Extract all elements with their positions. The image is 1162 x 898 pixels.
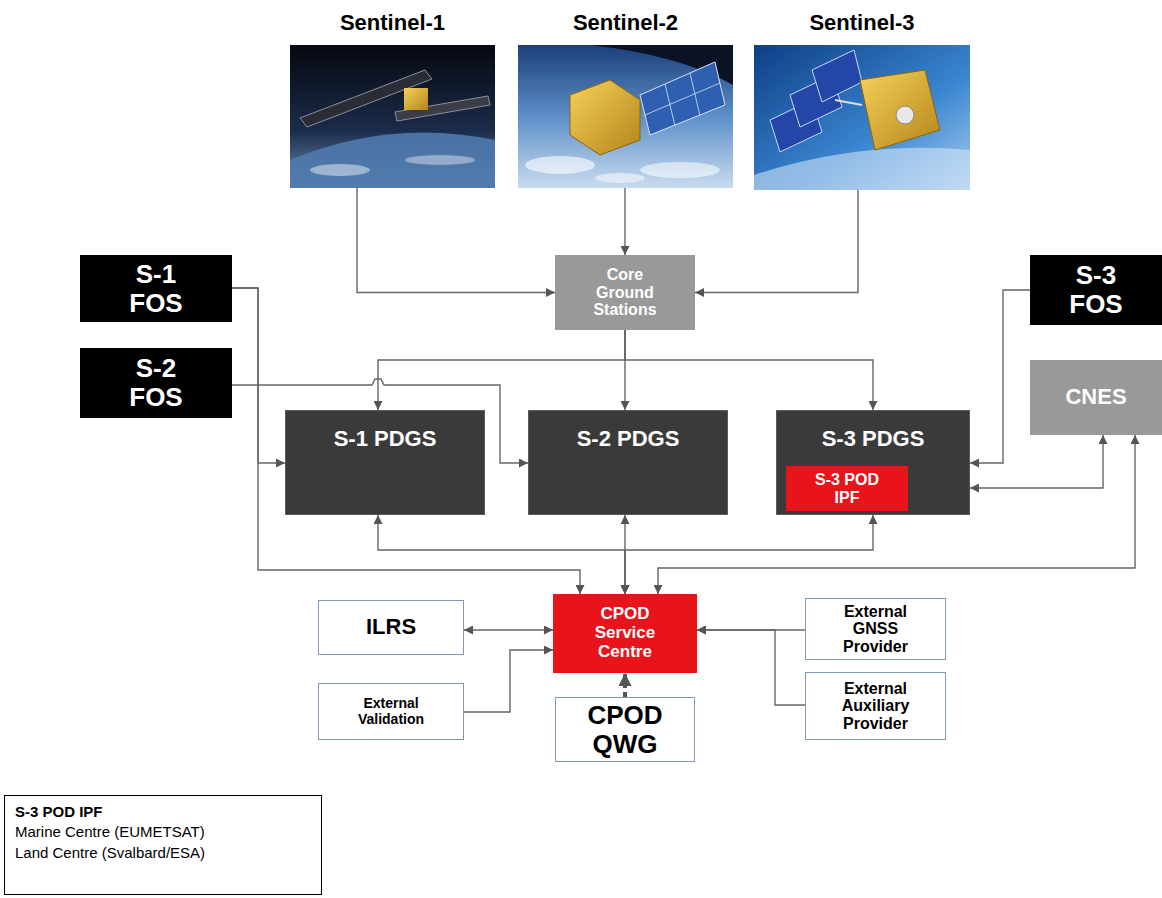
connector [464,629,553,630]
connector [623,673,627,697]
external-box: External Auxiliary Provider [805,672,946,740]
satellite-heading: Sentinel-1 [290,8,495,188]
pdgs-box: S-3 PDGS S-3 POD IPF [776,410,970,515]
node-text: CPOD Service Centre [584,605,666,661]
fos-box: S-3 FOS [1030,255,1162,325]
node-text: S-3 POD IPF [803,471,891,506]
fos-box: S-2 FOS [80,348,232,418]
satellite-heading: Sentinel-3 [754,8,970,190]
node-text: Land Centre (Svalbard/ESA) [15,843,205,863]
node-text: External Validation [339,696,443,727]
connector [357,188,555,293]
node-text: External Auxiliary Provider [824,680,928,733]
external-box: External GNSS Provider [805,598,946,660]
connector [625,515,873,594]
node-text: Sentinel-1 [340,11,445,35]
node-text: Marine Centre (EUMETSAT) [15,822,205,842]
node-text: S-2 PDGS [577,427,680,451]
node-text: Sentinel-3 [809,11,914,35]
connector [695,190,858,293]
pdgs-box: S-1 PDGS [285,410,485,515]
fos-box: S-1 FOS [80,255,232,322]
external-box: ILRS [318,600,464,655]
note-box: S-3 POD IPFMarine Centre (EUMETSAT)Land … [4,795,322,895]
external-box: External Validation [318,683,464,740]
sentinel-3-picture [754,45,970,190]
node-text: S-2 FOS [120,354,192,411]
connector [970,435,1103,488]
pdgs-box: S-2 PDGS [528,410,728,515]
sentinel-2-picture [518,45,733,188]
pod-ipf-box: S-3 POD IPF [786,466,908,511]
working-group-box: CPOD QWG [555,697,695,762]
sentinel-1-picture [290,45,495,188]
node-text: Sentinel-2 [573,11,678,35]
node-text: S-3 POD IPF [15,802,103,822]
node-text: Core Ground Stations [584,266,666,319]
node-text: ILRS [366,615,416,639]
partner-box: CNES [1030,360,1162,435]
service-centre-box: CPOD Service Centre [553,594,697,673]
connector [697,630,805,705]
node-text: S-3 PDGS [822,427,925,451]
ground-station-box: Core Ground Stations [555,255,695,330]
connector [378,515,625,594]
connector [624,188,625,255]
connector [378,330,625,410]
connector [625,330,873,410]
node-text: CPOD QWG [573,701,677,758]
connector [464,650,553,712]
node-text: CNES [1065,385,1126,409]
node-text: S-1 PDGS [334,427,437,451]
node-text: S-3 FOS [1060,261,1132,318]
node-text: S-1 FOS [120,260,192,317]
connector [970,290,1030,463]
satellite-heading: Sentinel-2 [518,8,733,188]
node-text: External GNSS Provider [824,603,928,656]
